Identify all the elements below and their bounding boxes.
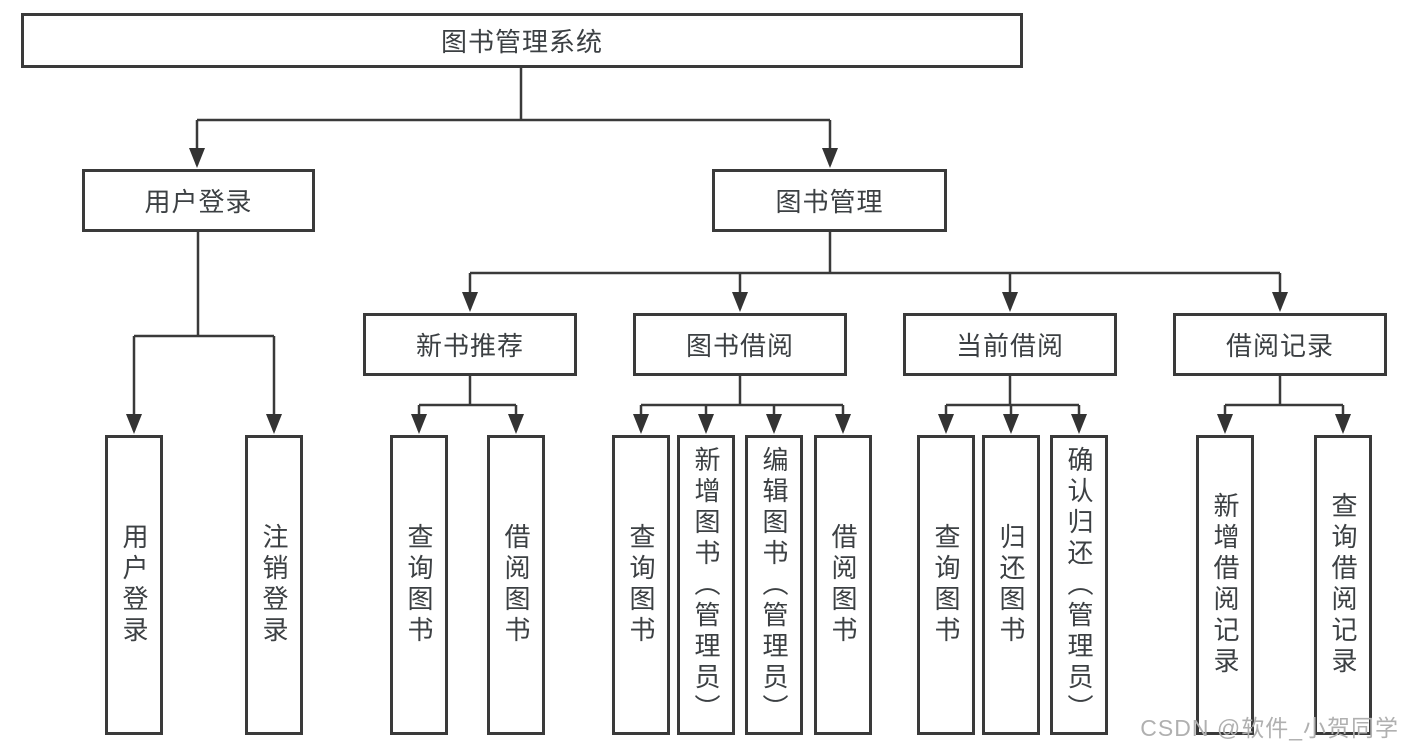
leaf-add-books-admin: 新增图书（管理员）: [677, 435, 735, 735]
leaf-return-books: 归还图书: [982, 435, 1040, 735]
leaf-query-borrow-record-label: 查询借阅记录: [1328, 492, 1358, 678]
leaf-query-borrow-record: 查询借阅记录: [1314, 435, 1372, 735]
leaf-confirm-return-admin-label: 确认归还（管理员）: [1064, 445, 1094, 725]
node-book-management-label: 图书管理: [775, 187, 884, 217]
arrowheads: [126, 148, 1351, 434]
node-book-borrow-label: 图书借阅: [685, 331, 794, 361]
leaf-confirm-return-admin: 确认归还（管理员）: [1050, 435, 1108, 735]
node-book-borrow: 图书借阅: [633, 313, 847, 376]
leaf-logout-login-label: 注销登录: [259, 523, 289, 647]
branch-root: [195, 68, 832, 165]
branch-borrow-records: [1223, 376, 1345, 431]
leaf-add-books-admin-label: 新增图书（管理员）: [691, 445, 721, 725]
leaf-logout-login: 注销登录: [245, 435, 303, 735]
leaf-user-login-label: 用户登录: [119, 523, 149, 647]
leaf-query-books-current-label: 查询图书: [931, 523, 961, 647]
leaf-borrow-books-recommend-label: 借阅图书: [501, 523, 531, 647]
leaf-return-books-label: 归还图书: [996, 523, 1026, 647]
node-root-label: 图书管理系统: [440, 27, 603, 57]
node-borrow-records-label: 借阅记录: [1225, 331, 1334, 361]
leaf-query-books-borrow: 查询图书: [612, 435, 670, 735]
node-current-borrow: 当前借阅: [903, 313, 1117, 376]
node-user-login: 用户登录: [82, 169, 315, 232]
branch-new-book-recommend: [417, 376, 518, 431]
node-current-borrow-label: 当前借阅: [955, 331, 1064, 361]
leaf-borrow-books-recommend: 借阅图书: [487, 435, 545, 735]
leaf-user-login: 用户登录: [105, 435, 163, 735]
leaf-add-borrow-record-label: 新增借阅记录: [1210, 492, 1240, 678]
branch-book-borrow: [639, 376, 845, 431]
branch-user-login: [132, 232, 276, 431]
node-book-management: 图书管理: [712, 169, 947, 232]
leaf-edit-books-admin: 编辑图书（管理员）: [745, 435, 803, 735]
node-user-login-label: 用户登录: [144, 187, 253, 217]
leaf-borrow-books-label: 借阅图书: [828, 523, 858, 647]
node-new-book-recommend: 新书推荐: [363, 313, 577, 376]
node-root: 图书管理系统: [21, 13, 1023, 68]
branch-book-management: [468, 232, 1282, 309]
node-new-book-recommend-label: 新书推荐: [415, 331, 524, 361]
leaf-add-borrow-record: 新增借阅记录: [1196, 435, 1254, 735]
leaf-query-books-recommend-label: 查询图书: [404, 523, 434, 647]
leaf-query-books-borrow-label: 查询图书: [626, 523, 656, 647]
leaf-edit-books-admin-label: 编辑图书（管理员）: [759, 445, 789, 725]
leaf-query-books-current: 查询图书: [917, 435, 975, 735]
node-borrow-records: 借阅记录: [1173, 313, 1387, 376]
leaf-query-books-recommend: 查询图书: [390, 435, 448, 735]
csdn-watermark: CSDN @软件_小贺同学: [1140, 715, 1399, 741]
leaf-borrow-books: 借阅图书: [814, 435, 872, 735]
